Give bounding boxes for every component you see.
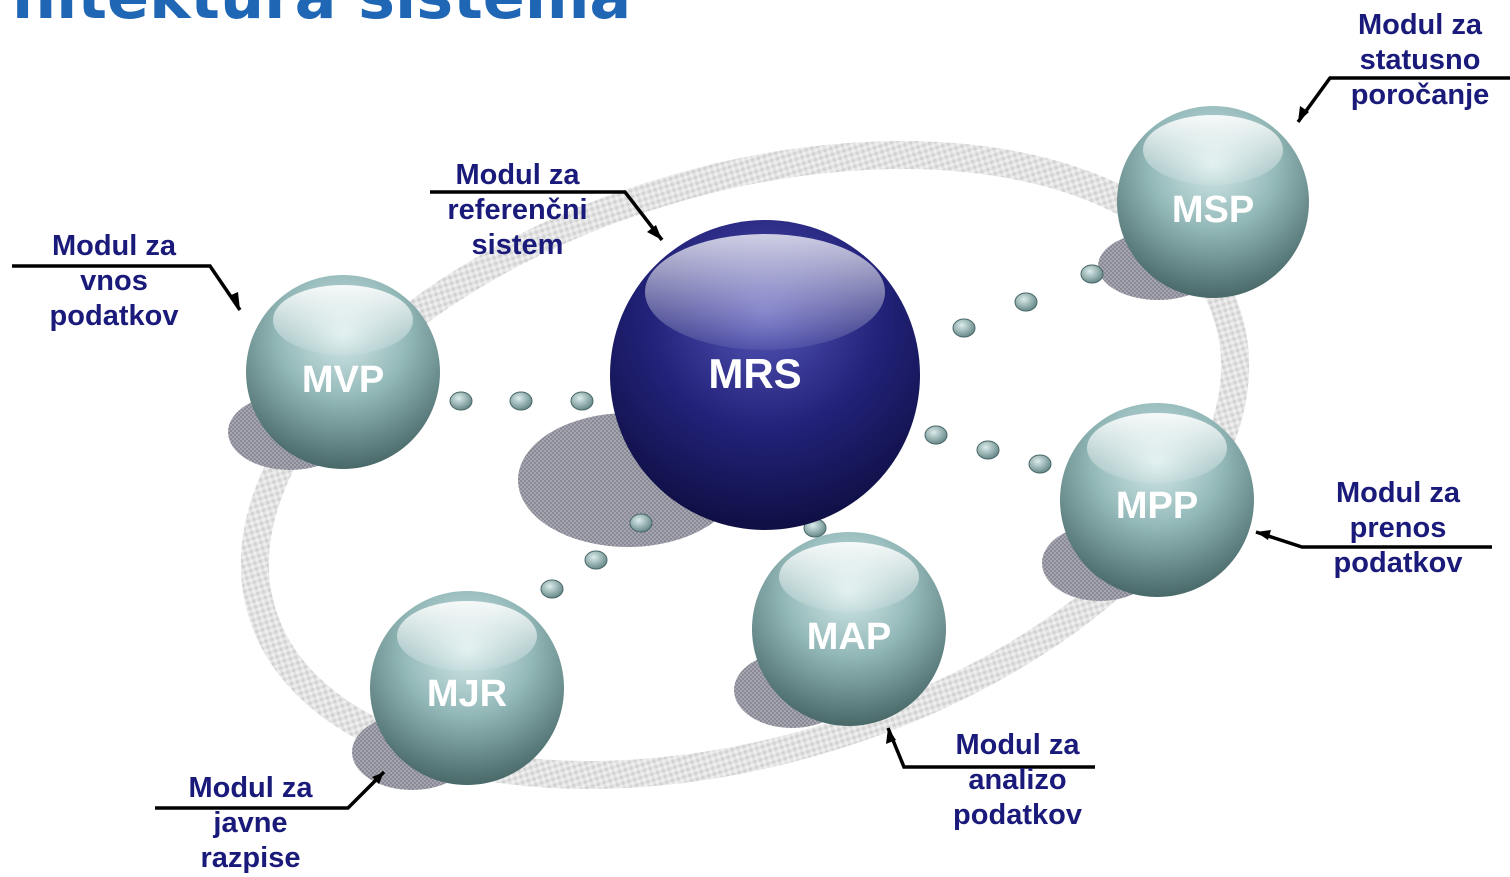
map-abbr: MAP [807,616,891,658]
mrs-label: Modul za referenčni sistem [447,159,588,261]
sphere-highlight [1143,115,1283,185]
mjr-arrow-head [372,772,384,784]
connector-dot [570,391,594,411]
mjr-abbr: MJR [427,673,507,715]
map-arrow-head [886,728,896,744]
sphere-highlight [645,234,885,350]
msp-abbr: MSP [1172,189,1254,231]
connector-dot [509,391,533,411]
page-title: hitektura sistema [12,0,631,33]
connector-dot [924,425,948,445]
msp-label: Modul za statusno poročanje [1350,9,1490,111]
mvp-abbr: MVP [302,359,384,401]
mvp-callout-line [12,264,242,311]
connector-dot [952,318,976,338]
connector-dot [1080,264,1104,284]
connector-dot [540,579,564,599]
connector-dot [584,550,608,570]
mjr-callout-line [155,770,386,810]
arrow-heads [229,106,1309,784]
map-label: Modul za analizo podatkov [953,729,1082,831]
mpp-label: Modul za prenos podatkov [1333,477,1463,579]
msp-node: MSP [1117,106,1309,298]
mvp-label: Modul za vnos podatkov [49,230,179,332]
mpp-callout-line [1255,530,1492,549]
connector-dot [1014,292,1038,312]
mjr-label: Modul za javne razpise [188,772,313,874]
mrs-node: MRS [610,220,920,530]
mpp-node: MPP [1060,403,1254,597]
sphere-highlight [397,601,537,671]
mpp-abbr: MPP [1116,485,1198,527]
connector-dot [1028,454,1052,474]
mrs-arrow-head [647,225,662,240]
connector-dots [449,264,1104,599]
connector-dot [629,513,653,533]
connector-dot [976,440,1000,460]
sphere-highlight [1087,413,1227,483]
sphere-highlight [779,542,919,612]
orbit-ring [240,141,1250,789]
sphere-highlight [273,285,413,355]
mrs-abbr: MRS [708,350,801,397]
msp-arrow-head [1298,106,1309,122]
connector-dot [449,391,473,411]
mjr-node: MJR [370,591,564,785]
msp-callout-line [1296,76,1510,124]
map-node: MAP [752,532,946,726]
mpp-arrow-head [1256,530,1271,540]
mvp-node: MVP [246,275,440,469]
mvp-arrow-head [229,292,240,310]
mrs-callout-line [430,190,664,242]
